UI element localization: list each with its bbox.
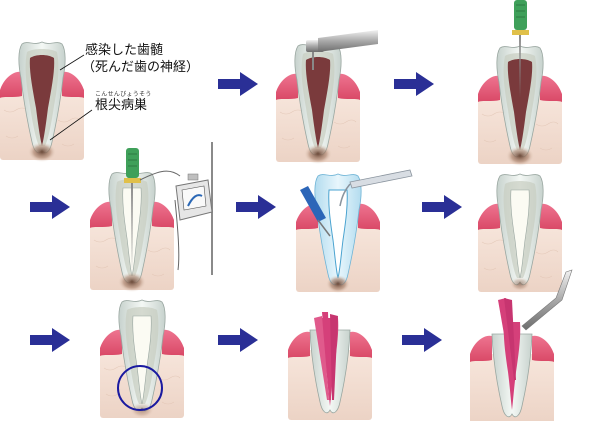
tooth-filling <box>288 318 372 420</box>
tooth-cleaned <box>477 173 563 293</box>
tooth-measuring <box>89 171 175 292</box>
lesion-ruby-label: こんせんびょうそう <box>95 91 152 98</box>
arrow-right-icon <box>30 328 70 352</box>
arrow-right-icon <box>422 195 462 219</box>
periapical-lesion-label: 根尖病巣 <box>95 98 148 113</box>
arrow-right-icon <box>402 328 442 352</box>
irrigation-syringe-icon <box>300 169 413 237</box>
gutta-percha-cones <box>314 312 338 400</box>
tooth-infected <box>0 41 85 162</box>
highlight-circle <box>117 365 163 411</box>
arrow-right-icon <box>218 328 258 352</box>
gutta-percha-cones <box>498 298 516 380</box>
endodontic-file-icon <box>512 0 529 98</box>
drill-icon <box>306 30 378 70</box>
pointer-line-lesion <box>49 109 93 141</box>
apex-locator-icon <box>139 142 213 275</box>
tooth-lesion-check <box>99 299 185 419</box>
infected-pulp-label-2: （死んだ歯の神経） <box>82 60 200 75</box>
arrow-right-icon <box>218 72 258 96</box>
infected-pulp-label-1: 感染した歯髄 <box>85 43 164 58</box>
arrow-right-icon <box>394 72 434 96</box>
endodontic-file-icon <box>124 148 141 272</box>
pointer-line-pulp <box>59 54 85 71</box>
tooth-drilling <box>275 43 361 164</box>
arrow-right-icon <box>30 195 70 219</box>
arrow-right-icon <box>236 195 276 219</box>
plugger-icon <box>521 269 573 331</box>
